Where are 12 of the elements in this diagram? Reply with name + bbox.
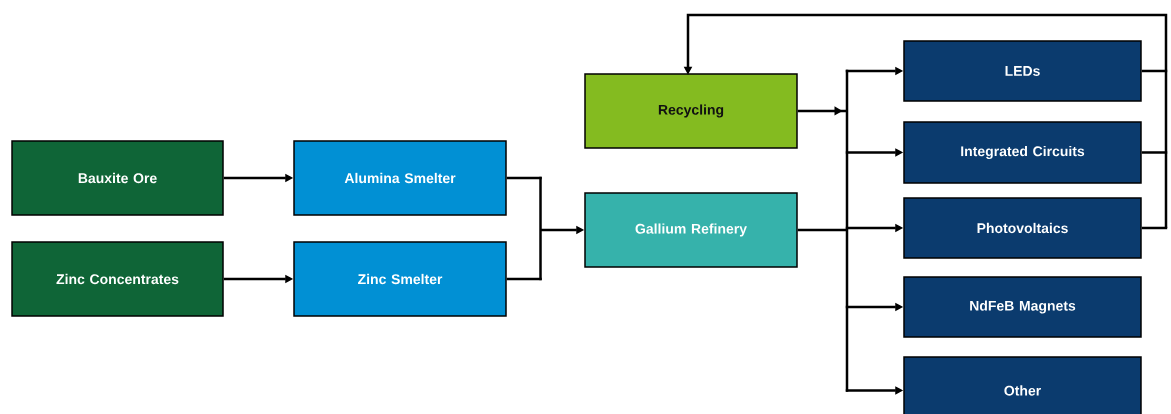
product-box: Other (903, 356, 1142, 414)
process-box: Alumina Smelter (293, 140, 507, 216)
product-box: Integrated Circuits (903, 121, 1142, 184)
process-box: Zinc Concentrates (11, 241, 224, 317)
product-box: Photovoltaics (903, 197, 1142, 259)
process-box: Bauxite Ore (11, 140, 224, 216)
process-box: Gallium Refinery (584, 192, 798, 268)
product-box: LEDs (903, 40, 1142, 102)
arrow (797, 106, 847, 116)
process-box: Recycling (584, 73, 798, 149)
process-box: Zinc Smelter (293, 241, 507, 317)
product-box: NdFeB Magnets (903, 276, 1142, 338)
